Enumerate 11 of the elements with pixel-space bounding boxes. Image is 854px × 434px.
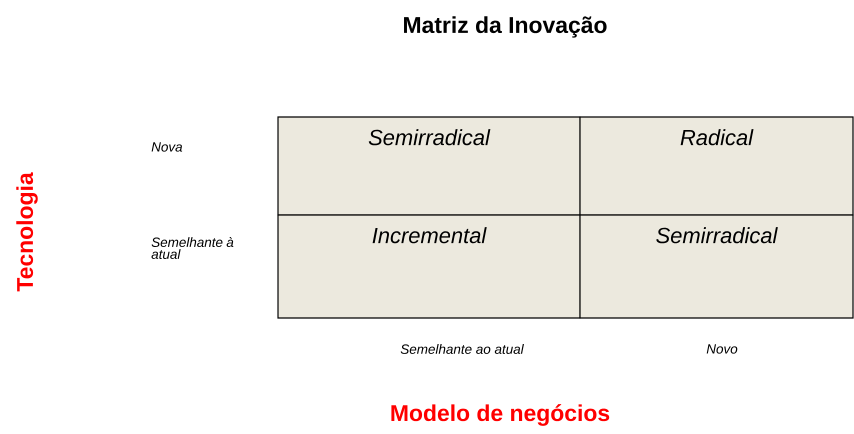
matrix-cell: Radical [579, 116, 854, 216]
matrix-cell: Incremental [277, 214, 581, 319]
matrix-cell: Semirradical [277, 116, 581, 216]
matrix-cell: Semirradical [579, 214, 854, 319]
row-label: Nova [152, 142, 182, 152]
column-label: Novo [706, 344, 738, 354]
title: Matriz da Inovação [404, 16, 607, 38]
column-label: Semelhante ao atual [400, 344, 524, 354]
axis-label: Tecnologia [16, 172, 38, 292]
row-label: Semelhante à atual [152, 237, 234, 259]
axis-label: Modelo de negócios [391, 404, 610, 426]
